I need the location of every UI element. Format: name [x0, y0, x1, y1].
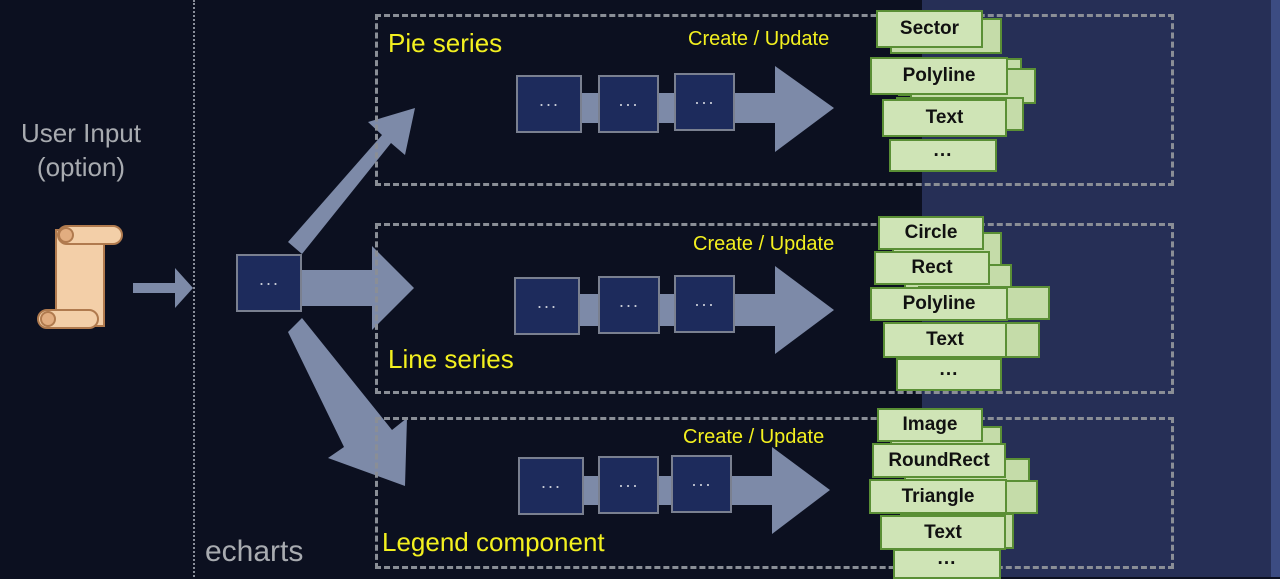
option-processor-box: ··· — [236, 254, 302, 312]
echarts-boundary-line — [193, 0, 195, 577]
element-triangle: Triangle — [869, 479, 1007, 514]
legend-component-title: Legend component — [382, 527, 605, 557]
user-input-sublabel: (option) — [36, 152, 126, 182]
legend-stage-box-1: ··· — [518, 457, 584, 515]
pie-stage-box-3: ··· — [674, 73, 735, 131]
echarts-label: echarts — [205, 535, 304, 568]
element-more-legend: ··· — [893, 549, 1001, 579]
element-rect: Rect — [874, 251, 990, 285]
legend-component-panel — [375, 417, 1174, 569]
element-sector: Sector — [876, 10, 983, 48]
element-circle: Circle — [878, 216, 984, 250]
pie-stage-box-1: ··· — [516, 75, 582, 133]
pie-series-title: Pie series — [388, 28, 503, 58]
split-arrow-up — [288, 108, 415, 254]
element-more-line: ··· — [896, 358, 1002, 391]
split-arrow-middle — [300, 246, 414, 330]
create-update-label-line: Create / Update — [693, 233, 835, 255]
create-update-label-pie: Create / Update — [688, 28, 830, 50]
input-arrow — [133, 268, 193, 308]
line-stage-box-3: ··· — [674, 275, 735, 333]
right-edge-strip — [1271, 0, 1280, 577]
create-update-label-legend: Create / Update — [683, 426, 825, 448]
legend-stage-box-2: ··· — [598, 456, 659, 514]
element-text-legend: Text — [880, 515, 1006, 550]
line-stage-box-2: ··· — [598, 276, 660, 334]
element-polyline: Polyline — [870, 57, 1008, 95]
scroll-icon — [37, 225, 123, 329]
user-input-label: User Input — [21, 118, 141, 148]
element-image: Image — [877, 408, 983, 442]
line-series-panel — [375, 223, 1174, 394]
element-text: Text — [882, 99, 1007, 137]
line-series-title: Line series — [388, 344, 514, 374]
element-polyline-line: Polyline — [870, 287, 1008, 321]
pie-series-panel — [375, 14, 1174, 186]
legend-stage-box-3: ··· — [671, 455, 732, 513]
element-text-line: Text — [883, 322, 1007, 358]
pie-stage-box-2: ··· — [598, 75, 659, 133]
line-stage-box-1: ··· — [514, 277, 580, 335]
element-roundrect: RoundRect — [872, 443, 1006, 478]
element-more: ··· — [889, 139, 997, 172]
